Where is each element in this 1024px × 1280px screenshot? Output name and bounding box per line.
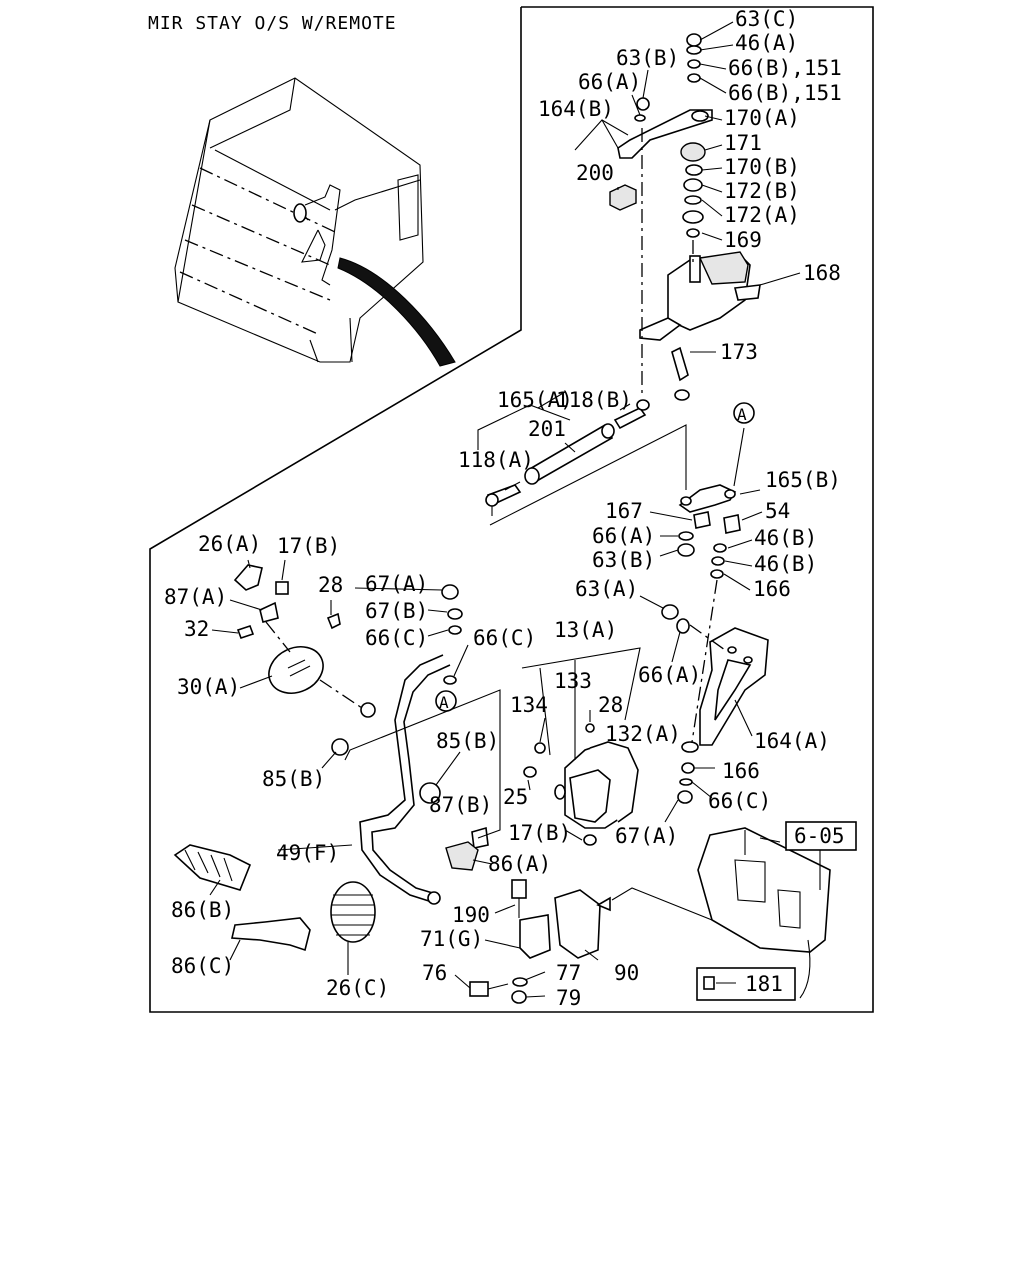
diagram-frame [149, 6, 874, 1013]
mirror-left-parts [233, 564, 441, 804]
part-label: 90 [614, 961, 639, 985]
bracket-165b [661, 484, 741, 634]
part-label: 49(F) [276, 841, 339, 865]
part-label: 164(B) [538, 97, 614, 121]
part-label: 166 [722, 759, 760, 783]
part-label: 17(B) [277, 534, 340, 558]
part-label: 190 [452, 903, 490, 927]
diagram-title: MIR STAY O/S W/REMOTE [148, 13, 397, 34]
part-label: 168 [803, 261, 841, 285]
motor-stack [609, 33, 761, 401]
ref-box-181-text: 181 [745, 972, 783, 996]
part-label: 26(A) [198, 532, 261, 556]
part-label: 87(A) [164, 585, 227, 609]
part-label: 66(B),151 [728, 81, 842, 105]
part-label: 165(B) [765, 468, 841, 492]
part-label: 164(A) [754, 729, 830, 753]
part-label: 66(C) [473, 626, 536, 650]
part-label: 63(A) [575, 577, 638, 601]
reference-marker-a-left [435, 690, 457, 712]
lower-bracket [469, 879, 611, 1004]
part-label: 63(B) [616, 46, 679, 70]
part-label: 133 [554, 669, 592, 693]
part-label: 170(B) [724, 155, 800, 179]
cab-illustration [174, 77, 456, 367]
part-label: 165(A) [497, 388, 573, 412]
reference-marker-a-left-text: A [439, 693, 449, 712]
part-label: 46(A) [735, 31, 798, 55]
part-label: 167 [605, 499, 643, 523]
part-label: 66(C) [708, 789, 771, 813]
rod-assembly [485, 399, 650, 516]
part-label: 87(B) [429, 793, 492, 817]
part-label: 67(A) [615, 824, 678, 848]
part-label: 85(B) [262, 767, 325, 791]
part-label: 46(B) [754, 552, 817, 576]
part-label: 63(B) [592, 548, 655, 572]
part-label: 169 [724, 228, 762, 252]
panel-6-05 [696, 821, 857, 1001]
part-label: 201 [528, 417, 566, 441]
part-label: 28 [318, 573, 343, 597]
part-label: 28 [598, 693, 623, 717]
part-label: 66(A) [592, 524, 655, 548]
reference-marker-a-top-text: A [737, 405, 747, 424]
part-label: 134 [510, 693, 548, 717]
part-label: 26(C) [326, 976, 389, 1000]
part-label: 173 [720, 340, 758, 364]
part-label: 67(B) [365, 599, 428, 623]
part-label: 118(A) [458, 448, 534, 472]
part-label: 77 [556, 961, 581, 985]
part-label: 172(A) [724, 203, 800, 227]
part-label: 86(C) [171, 954, 234, 978]
ref-box-6-05-text: 6-05 [794, 824, 845, 848]
stay-arm [359, 584, 463, 905]
part-label: 46(B) [754, 526, 817, 550]
part-label: 32 [184, 617, 209, 641]
part-label: 66(C) [365, 626, 428, 650]
part-label: 118(B) [556, 388, 632, 412]
clips [445, 826, 489, 871]
part-label: 170(A) [724, 106, 800, 130]
reference-marker-a-top [733, 402, 755, 424]
part-label: 66(A) [638, 663, 701, 687]
part-label: 66(B),151 [728, 56, 842, 80]
part-label: 67(A) [365, 572, 428, 596]
reference-markers: A A [435, 402, 755, 712]
part-label: 13(A) [554, 618, 617, 642]
part-label: 66(A) [578, 70, 641, 94]
leader-lines [209, 21, 821, 998]
mirror-head [523, 723, 639, 846]
part-label: 71(G) [420, 927, 483, 951]
part-label: 79 [556, 986, 581, 1010]
ref-box-6-05[interactable] [785, 821, 857, 851]
part-label: 86(A) [488, 852, 551, 876]
part-label: 76 [422, 961, 447, 985]
part-label: 172(B) [724, 179, 800, 203]
part-label: 86(B) [171, 898, 234, 922]
part-label: 25 [503, 785, 528, 809]
part-labels: 63(C) 46(A) 63(B) 66(B),151 66(A) 66(B),… [164, 7, 845, 1010]
part-label: 54 [765, 499, 790, 523]
part-label: 171 [724, 131, 762, 155]
part-label: 132(A) [605, 722, 681, 746]
bracket-164a [677, 627, 769, 804]
part-label: 17(B) [508, 821, 571, 845]
part-label: 85(B) [436, 729, 499, 753]
part-label: 63(C) [735, 7, 798, 31]
covers [173, 844, 376, 952]
part-label: 30(A) [177, 675, 240, 699]
part-label: 200 [576, 161, 614, 185]
part-label: 166 [753, 577, 791, 601]
